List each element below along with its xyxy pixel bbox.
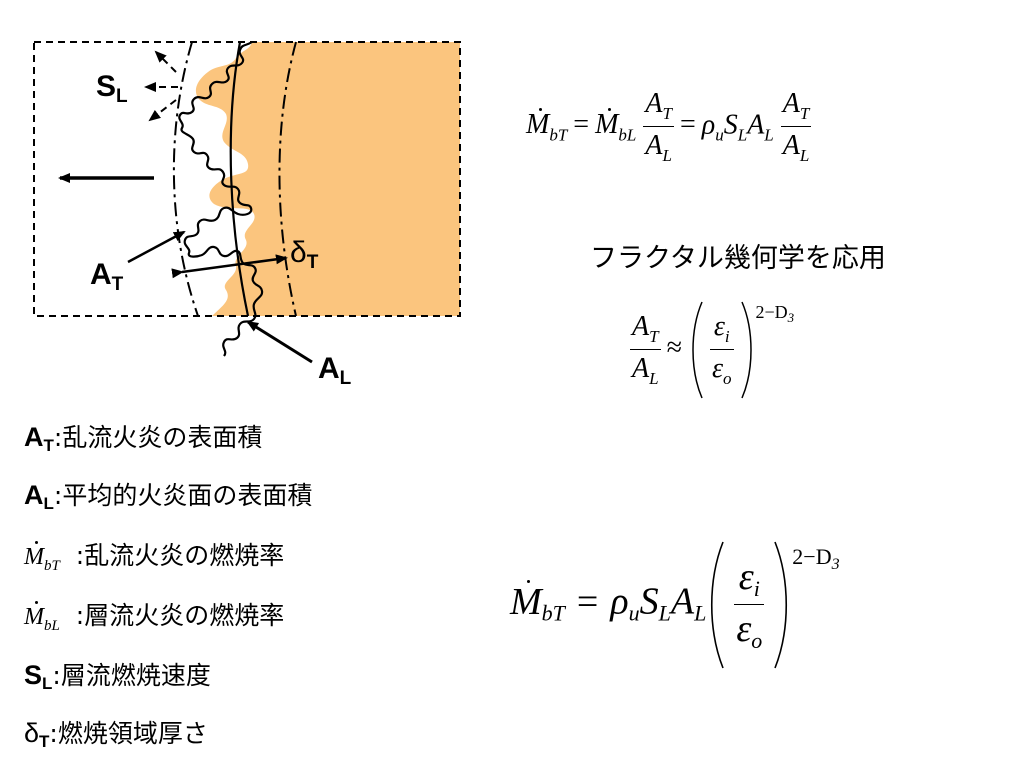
domain-frame (33, 41, 461, 317)
label-al: AL (318, 352, 352, 389)
at-pointer (127, 230, 186, 264)
sl-arrow-down (148, 99, 177, 122)
legend-mbt: MbT :乱流火炎の燃焼率 (24, 541, 285, 574)
legend-at: AT:乱流火炎の表面積 (24, 422, 263, 455)
reaction-boundary (278, 41, 297, 317)
legend-mbl: MbL :層流火炎の燃焼率 (24, 601, 285, 634)
legend-al: AL:平均的火炎面の表面積 (24, 480, 313, 513)
burned-region (195, 42, 460, 316)
fractal-caption: フラクタル幾何学を応用 (590, 243, 886, 274)
mean-flame-surface (229, 41, 250, 317)
delta-arrow (171, 254, 288, 279)
sl-arrow-up (154, 50, 177, 73)
label-at: AT (90, 258, 124, 295)
label-delta: δT (290, 236, 319, 273)
legend-delta: δT:燃焼領域厚さ (24, 718, 208, 751)
label-sl: SL (96, 70, 128, 107)
al-pointer (246, 320, 313, 364)
preheat-boundary (172, 41, 199, 317)
legend-sl: SL:層流燃焼速度 (24, 660, 211, 693)
flame-front-wrinkled (178, 41, 264, 357)
